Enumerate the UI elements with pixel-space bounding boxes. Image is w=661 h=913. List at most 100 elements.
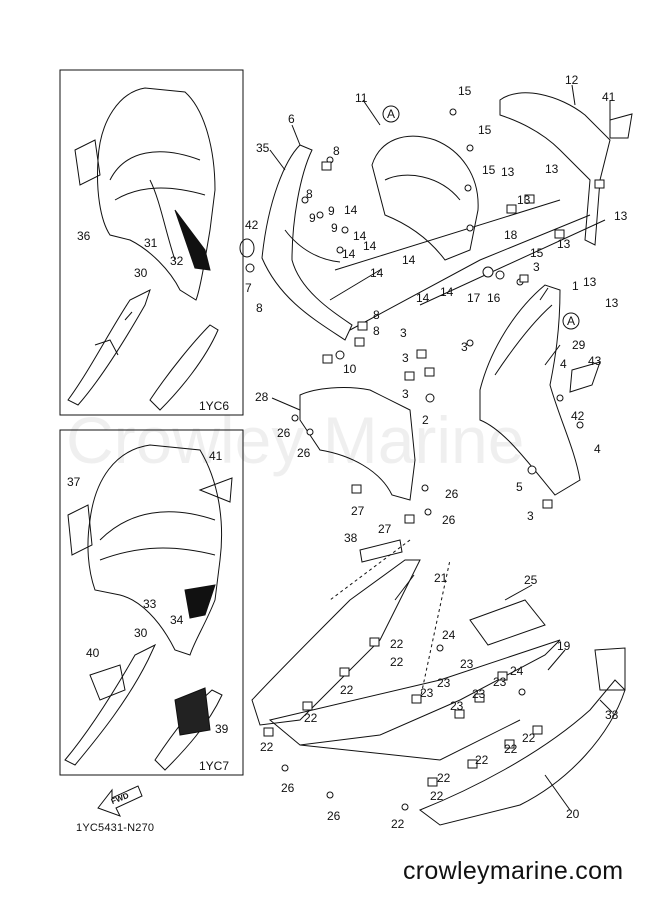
callout-a-letter-top: A [387, 107, 396, 121]
callout-a-circle-top [382, 105, 400, 123]
part-label-15d: 15 [530, 246, 544, 260]
watermark: Crowley Marine [66, 403, 525, 477]
inset-1-side-trim [67, 289, 219, 411]
part-label-33: 33 [143, 597, 157, 611]
part-label-23c: 23 [493, 675, 507, 689]
part-label-8d: 8 [373, 308, 380, 322]
part-label-26f: 26 [327, 809, 341, 823]
part-label-23e: 23 [472, 687, 486, 701]
front-cover-part-6 [261, 144, 353, 341]
part-label-25: 25 [524, 573, 538, 587]
emblem-42 [239, 238, 255, 258]
part-label-40: 40 [86, 646, 100, 660]
part-label-22e: 22 [260, 740, 274, 754]
part-label-19: 19 [557, 639, 571, 653]
part-label-24a: 24 [442, 628, 456, 642]
part-label-9a: 9 [309, 211, 316, 225]
part-label-13f: 13 [583, 275, 597, 289]
part-label-4a: 4 [560, 357, 567, 371]
fasteners [245, 108, 584, 811]
part-label-12: 12 [565, 73, 579, 87]
part-label-23f: 23 [450, 699, 464, 713]
site-url: crowleymarine.com [403, 857, 624, 885]
part-label-39: 39 [215, 722, 229, 736]
fwd-arrow-icon [97, 785, 143, 817]
part-label-3c: 3 [461, 340, 468, 354]
part-label-30-top: 30 [134, 266, 148, 280]
inset-frame-1yc6 [59, 69, 244, 416]
part-label-28: 28 [255, 390, 269, 404]
part-label-22a: 22 [390, 637, 404, 651]
inset-tag-1yc7: 1YC7 [199, 759, 230, 773]
part-label-4b: 4 [594, 442, 601, 456]
part-label-13g: 13 [605, 296, 619, 310]
side-cover-part-20 [418, 647, 626, 826]
part-label-23b: 23 [437, 676, 451, 690]
part-label-13e: 13 [614, 209, 628, 223]
part-label-29: 29 [572, 338, 586, 352]
part-label-14b: 14 [353, 229, 367, 243]
stay-part-28 [299, 387, 416, 501]
part-label-22h: 22 [475, 753, 489, 767]
part-label-5: 5 [516, 480, 523, 494]
part-label-22k: 22 [391, 817, 405, 831]
part-label-42a: 42 [245, 218, 259, 232]
part-label-22i: 22 [437, 771, 451, 785]
part-label-16: 16 [487, 291, 501, 305]
part-label-1: 1 [572, 279, 579, 293]
part-label-14c: 14 [363, 239, 377, 253]
part-label-8a: 8 [333, 144, 340, 158]
part-label-13a: 13 [501, 165, 515, 179]
part-label-22c: 22 [340, 683, 354, 697]
inset-2-side-trim [64, 643, 223, 771]
dashed-leaders [329, 539, 451, 701]
inset-1-front-cover [74, 87, 216, 301]
part-label-14h: 14 [440, 285, 454, 299]
part-label-22f: 22 [522, 731, 536, 745]
part-label-26c: 26 [445, 487, 459, 501]
part-label-13c: 13 [517, 193, 531, 207]
part-label-38a: 38 [344, 531, 358, 545]
inset-2-front-cover [67, 444, 233, 656]
part-label-41-inset: 41 [209, 449, 223, 463]
drawing-code: 1YC5431-N270 [76, 822, 155, 834]
part-label-14e: 14 [370, 266, 384, 280]
leg-shield-part-29 [479, 284, 581, 496]
part-label-3d: 3 [402, 351, 409, 365]
part-label-10: 10 [343, 362, 357, 376]
part-label-15a: 15 [458, 84, 472, 98]
part-label-3f: 3 [527, 509, 534, 523]
leader-lines [269, 84, 613, 811]
sheet-part-25 [469, 599, 546, 646]
part-label-15b: 15 [478, 123, 492, 137]
part-label-6: 6 [288, 112, 295, 126]
part-label-26b: 26 [297, 446, 311, 460]
nuts [263, 161, 605, 787]
part-label-30-bottom: 30 [134, 626, 148, 640]
part-label-9c: 9 [331, 221, 338, 235]
part-label-34: 34 [170, 613, 184, 627]
part-label-26e: 26 [281, 781, 295, 795]
part-label-21: 21 [434, 571, 448, 585]
part-label-13d: 13 [557, 237, 571, 251]
part-label-17: 17 [467, 291, 481, 305]
part-label-23a: 23 [460, 657, 474, 671]
part-label-23d: 23 [420, 686, 434, 700]
bracket-part-12 [499, 92, 611, 246]
callout-a-letter-right: A [567, 314, 576, 328]
part-label-32: 32 [170, 254, 184, 268]
part-label-13b: 13 [545, 162, 559, 176]
part-label-20: 20 [566, 807, 580, 821]
bracket-part-11 [371, 135, 479, 261]
callout-a-circle-right [562, 312, 580, 330]
part-label-38b: 38 [605, 708, 619, 722]
part-label-14f: 14 [402, 253, 416, 267]
part-label-18: 18 [504, 228, 518, 242]
part-label-2: 2 [422, 413, 429, 427]
part-label-7: 7 [245, 281, 252, 295]
label-41 [609, 113, 633, 139]
part-label-22b: 22 [390, 655, 404, 669]
inset-tag-1yc6: 1YC6 [199, 399, 230, 413]
